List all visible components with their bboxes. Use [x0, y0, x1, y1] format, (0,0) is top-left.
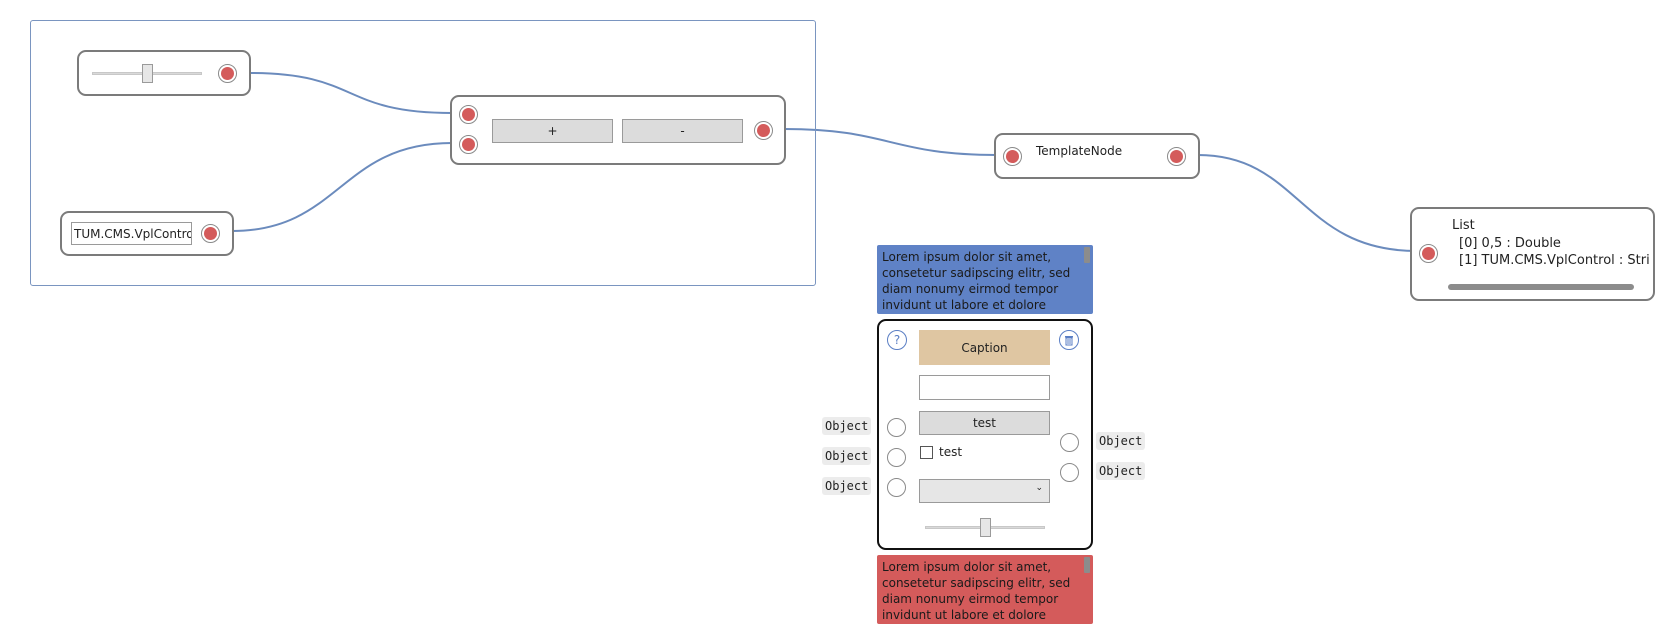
string-input[interactable]: TUM.CMS.VplControl — [71, 222, 192, 245]
node-group[interactable] — [30, 20, 816, 286]
output-port[interactable] — [201, 224, 220, 243]
output-type-label: Object — [1096, 462, 1146, 480]
input-port-3[interactable] — [887, 478, 906, 497]
output-type-label: Object — [1096, 432, 1146, 450]
comment-box-bottom[interactable]: Lorem ipsum dolor sit amet, consetetur s… — [877, 555, 1093, 624]
chevron-down-icon: ⌄ — [1035, 483, 1043, 493]
string-node[interactable]: TUM.CMS.VplControl — [60, 211, 234, 256]
ui-control-node[interactable]: ? Caption test test ⌄ — [877, 319, 1093, 550]
list-item: [0] 0,5 : Double — [1459, 236, 1561, 251]
input-port[interactable] — [1003, 147, 1022, 166]
output-port[interactable] — [218, 64, 237, 83]
slider-thumb[interactable] — [142, 64, 153, 83]
wire-template-to-list — [1197, 154, 1418, 252]
text-input[interactable] — [919, 375, 1050, 400]
input-type-label: Object — [822, 477, 872, 495]
input-type-label: Object — [822, 417, 872, 435]
input-type-label: Object — [822, 447, 872, 465]
input-port-1[interactable] — [459, 105, 478, 124]
input-port-2[interactable] — [887, 448, 906, 467]
test-button[interactable]: test — [919, 411, 1050, 435]
minus-button[interactable]: - — [622, 119, 743, 143]
operator-node[interactable]: + - — [450, 95, 786, 165]
combo-box[interactable]: ⌄ — [919, 479, 1050, 503]
output-port-1[interactable] — [1060, 433, 1079, 452]
list-node[interactable]: List [0] 0,5 : Double [1] TUM.CMS.VplCon… — [1410, 207, 1655, 301]
output-port[interactable] — [1167, 147, 1186, 166]
trash-icon[interactable] — [1059, 330, 1079, 350]
list-title: List — [1452, 218, 1475, 233]
input-port-1[interactable] — [887, 418, 906, 437]
output-port[interactable] — [754, 121, 773, 140]
template-node[interactable]: TemplateNode — [994, 133, 1200, 179]
comment-text: Lorem ipsum dolor sit amet, consetetur s… — [882, 250, 1071, 312]
template-node-title: TemplateNode — [1036, 144, 1123, 158]
plus-button[interactable]: + — [492, 119, 613, 143]
input-port[interactable] — [1419, 244, 1438, 263]
checkbox[interactable] — [920, 446, 933, 459]
comment-scroll-thumb[interactable] — [1084, 557, 1090, 573]
input-port-2[interactable] — [459, 135, 478, 154]
comment-box-top[interactable]: Lorem ipsum dolor sit amet, consetetur s… — [877, 245, 1093, 314]
help-icon[interactable]: ? — [887, 330, 907, 350]
comment-scroll-thumb[interactable] — [1084, 247, 1090, 263]
output-port-2[interactable] — [1060, 463, 1079, 482]
list-item: [1] TUM.CMS.VplControl : Strir — [1459, 253, 1649, 268]
checkbox-label: test — [939, 445, 963, 459]
comment-text: Lorem ipsum dolor sit amet, consetetur s… — [882, 560, 1071, 622]
slider-thumb[interactable] — [980, 518, 991, 537]
list-scrollbar[interactable] — [1448, 284, 1634, 290]
slider-node[interactable] — [77, 50, 251, 96]
caption-label: Caption — [919, 330, 1050, 365]
